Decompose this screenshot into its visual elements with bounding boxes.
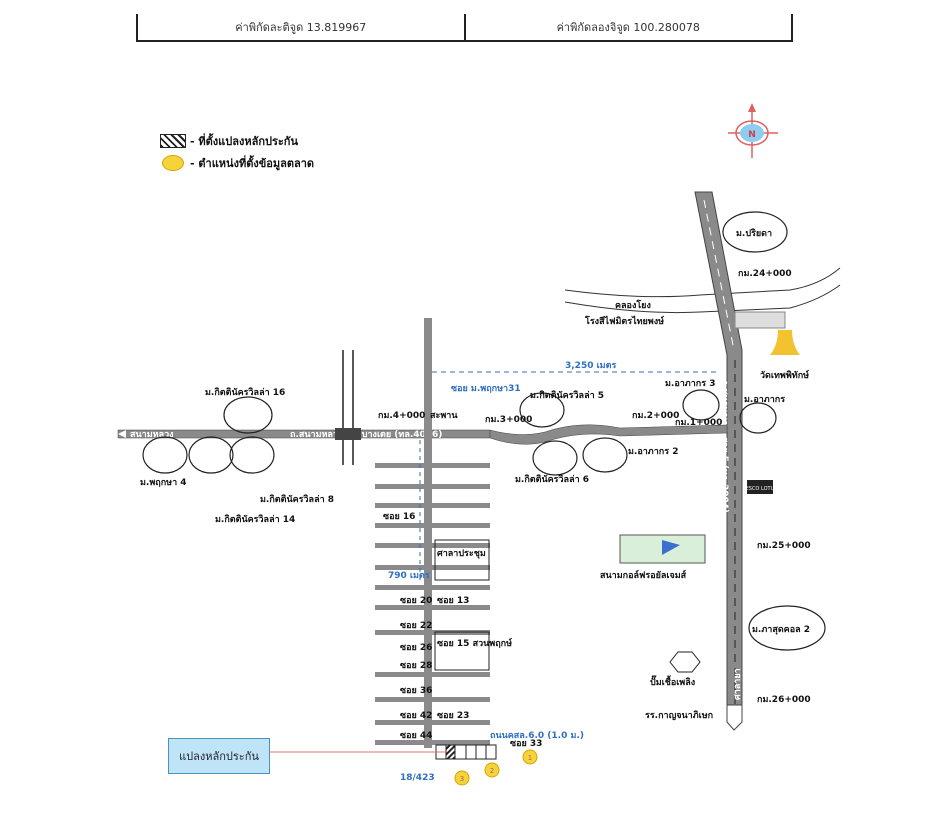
soi-42: ซอย 42 <box>400 711 432 721</box>
legend-collateral: - ที่ตั้งแปลงหลักประกัน <box>160 130 314 152</box>
marker-2: 2 <box>490 767 494 775</box>
soi-26: ซอย 26 <box>400 643 432 653</box>
plot-number-label: 18/423 <box>400 773 435 783</box>
km3-label: กม.3+000 <box>485 415 532 425</box>
distance-790-label: 790 เมตร <box>388 571 430 581</box>
soi-36: ซอย 36 <box>400 686 432 696</box>
soi-22: ซอย 22 <box>400 621 432 631</box>
village-kittinakorn14: ม.กิตตินัครวิลล่า 14 <box>215 514 295 525</box>
village-arkara3: ม.อาภากร 3 <box>665 379 715 389</box>
coordinate-table: ค่าพิกัดละติจูด 13.819967 ค่าพิกัดลองจิจ… <box>136 14 793 42</box>
gas-station-icon <box>669 651 701 673</box>
canal: คลองโยง <box>564 267 841 314</box>
km26-label: กม.26+000 <box>757 695 811 705</box>
park-box <box>434 631 490 671</box>
sub-soi-label: ถนนคสล.6.0 (1.0 ม.) <box>490 731 584 741</box>
village-pariyada: ม.ปริยดา <box>736 228 772 239</box>
bridge-label: สะพาน <box>430 411 458 421</box>
legend-collateral-label: - ที่ตั้งแปลงหลักประกัน <box>190 135 298 148</box>
soi-23: ซอย 23 <box>437 711 469 721</box>
main-road <box>694 191 743 731</box>
temple-icon <box>770 330 800 355</box>
factory-icon <box>734 311 786 329</box>
railway <box>335 350 361 465</box>
temple-hall-box <box>434 539 490 581</box>
market-markers: 1 2 3 <box>454 749 538 786</box>
village-kittinakorn6: ม.กิตตินัครวิลล่า 6 <box>515 474 589 485</box>
hatch-swatch-icon <box>160 134 186 148</box>
soi-main-road <box>424 318 432 748</box>
park-label: ซอย 15 สวนพฤกษ์ <box>437 637 512 649</box>
factory-label: โรงสีไฟมิตรไทยพงษ์ <box>584 315 664 327</box>
soi-33: ซอย 33 <box>510 739 542 749</box>
village-kittinakorn5: ม.กิตตินัครวิลล่า 5 <box>530 390 604 401</box>
canal-label: คลองโยง <box>615 299 651 311</box>
main-road-south-label: ศาลายา <box>733 668 743 700</box>
km24-label: กม.24+000 <box>738 269 792 279</box>
villages <box>142 211 826 651</box>
soi-branches <box>375 463 490 745</box>
tesco-icon <box>747 480 773 494</box>
west-road-label: ถ.สนามหลวง 2 - บางเตย (ทล.4006) <box>290 430 442 440</box>
gas-station-label: ปั๊มเชื้อเพลิง <box>650 675 695 688</box>
longitude-cell: ค่าพิกัดลองจิจูด 100.280078 <box>556 21 700 34</box>
soi-44: ซอย 44 <box>400 731 432 741</box>
west-road <box>117 424 728 445</box>
legend-market-label: - ตำแหน่งที่ตั้งข้อมูลตลาด <box>190 157 315 170</box>
km2-label: กม.2+000 <box>632 411 679 421</box>
marker-3: 3 <box>460 775 464 783</box>
soi-16: ซอย 16 <box>383 512 415 522</box>
collateral-callout: แปลงหลักประกัน <box>168 738 270 774</box>
soi-13: ซอย 13 <box>437 596 469 606</box>
sanam-label: สนามหลวง <box>130 430 174 440</box>
soi-28: ซอย 28 <box>400 661 432 671</box>
pruksa-soi-label: ซอย ม.พฤกษา31 <box>451 384 521 394</box>
village-arkara2: ม.อาภากร 2 <box>628 447 678 457</box>
map-legend: - ที่ตั้งแปลงหลักประกัน - ตำแหน่งที่ตั้ง… <box>160 130 314 174</box>
compass-label: N <box>748 130 756 140</box>
km4-label: กม.4+000 <box>378 411 425 421</box>
latitude-cell: ค่าพิกัดละติจูด 13.819967 <box>138 14 466 40</box>
legend-market: - ตำแหน่งที่ตั้งข้อมูลตลาด <box>160 152 314 174</box>
village-kittinakorn8: ม.กิตตินัครวิลล่า 8 <box>260 494 334 505</box>
tesco-label: TESCO LOTUS <box>742 486 778 492</box>
main-road-label: ถ.พุทธมณฑล สาย 5 (ทล.3004) <box>719 380 729 513</box>
km1-label: กม.1+000 <box>675 418 722 428</box>
north-compass-icon: N <box>728 103 778 158</box>
village-arkara: ม.อาภากร <box>744 395 785 405</box>
soi-20: ซอย 20 <box>400 596 432 606</box>
temple-hall-label: ศาลาประชุม <box>437 548 486 559</box>
golf-label: สนามกอล์ฟรอยัลเจมส์ <box>600 569 687 581</box>
village-kittinakorn16: ม.กิตตินัครวิลล่า 16 <box>205 387 285 398</box>
school-label: รร.กาญจนาภิเษก <box>645 710 713 721</box>
distance-3250-label: 3,250 เมตร <box>565 361 616 371</box>
km25-label: กม.25+000 <box>757 541 811 551</box>
village-pruksa4: ม.พฤกษา 4 <box>140 478 187 488</box>
temple-label: วัดเทพพิทักษ์ <box>760 369 809 381</box>
village-lake2: ม.ภาสุดคอล 2 <box>752 625 810 635</box>
marker-1: 1 <box>528 754 532 762</box>
yellow-marker-icon <box>162 155 184 171</box>
